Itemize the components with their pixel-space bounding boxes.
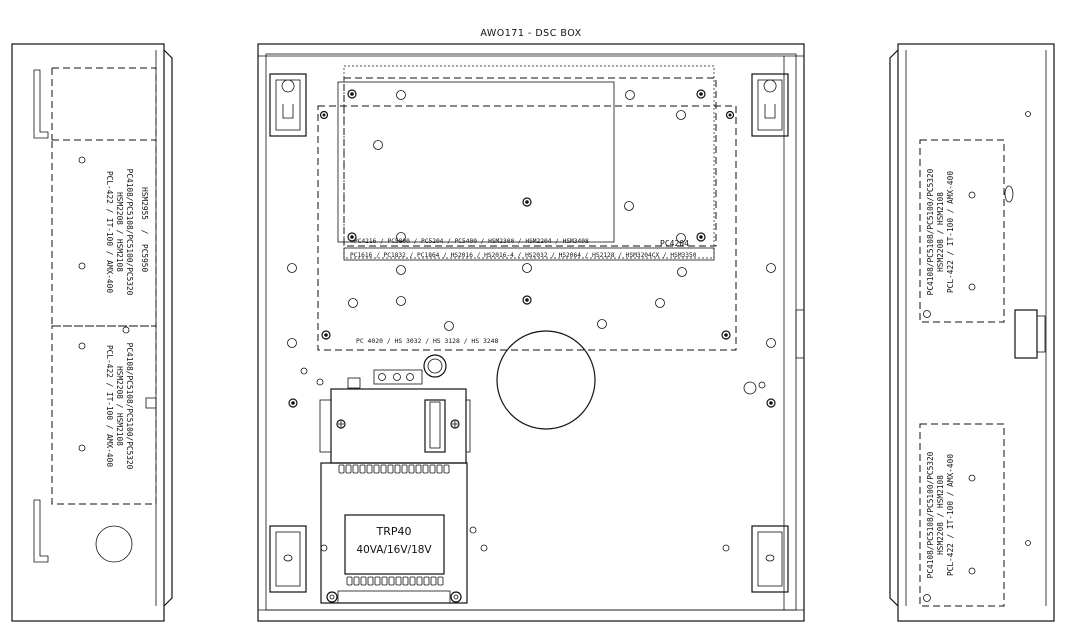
keyhole-top-left: [269, 73, 307, 137]
left-side-tab-bottom: [33, 499, 49, 563]
board-outline-pc4020: [317, 105, 737, 351]
transformer: TRP40 40VA/16V/18V: [319, 388, 471, 604]
left-side-knockout: [95, 525, 133, 563]
coil-winding: [409, 576, 416, 586]
left-lower-module-outline: [51, 325, 157, 505]
left-upper-line1: PC4108/PC5108/PC5100/PC5320: [125, 169, 134, 296]
coil-winding: [366, 464, 373, 474]
board-label-pc4204: PC4204: [660, 239, 689, 248]
left-side-flange: [163, 49, 173, 607]
board-label-2: PC1616 / PC1832 / PC1864 / HS2016 / HS20…: [350, 252, 697, 259]
coil-winding: [402, 576, 409, 586]
right-side-view: PC4108/PC5108/PC5100/PC5320 HSM2208 / HS…: [889, 43, 1055, 622]
right-lower-line3: PCL-422 / IT-100 / AMX-400: [946, 454, 955, 576]
coil-winding: [374, 576, 381, 586]
right-lower-line1: PC4108/PC5108/PC5100/PC5320: [926, 451, 935, 578]
board-outline-pc4204-inner: [337, 81, 615, 243]
coil-winding: [359, 464, 366, 474]
coil-winding: [380, 464, 387, 474]
left-side-outline: [11, 43, 165, 622]
coil-winding: [346, 576, 353, 586]
right-upper-line2: HSM2208 / HSM2108: [936, 192, 945, 272]
coil-winding: [381, 576, 388, 586]
right-side-outline: [897, 43, 1055, 622]
coil-winding: [338, 464, 345, 474]
coil-winding: [408, 464, 415, 474]
coil-winding: [429, 464, 436, 474]
right-lower-module-outline: [919, 423, 1005, 607]
transformer-label-box: [344, 514, 445, 575]
right-upper-line3: PCL-422 / IT-100 / AMX-400: [946, 171, 955, 293]
coil-winding: [388, 576, 395, 586]
coil-winding: [395, 576, 402, 586]
right-side-connector: [1014, 309, 1038, 359]
right-side-flange: [889, 49, 899, 607]
svg-text:/: /: [140, 230, 149, 235]
coil-winding: [360, 576, 367, 586]
board-label-1: PC4216 / PC5800 / PC5204 / PC5400 / HSM2…: [354, 238, 589, 245]
front-box-outline: [257, 43, 805, 622]
coil-winding: [423, 576, 430, 586]
coil-winding: [443, 464, 450, 474]
coil-winding: [437, 576, 444, 586]
tamper-switch: [347, 354, 447, 389]
coil-winding: [367, 576, 374, 586]
board-label-3: PC 4020 / HS 3032 / HS 3128 / HS 3248: [356, 337, 499, 345]
left-upper-line2: HSM2208 / HSM2108: [115, 192, 124, 272]
coil-winding: [353, 576, 360, 586]
left-module-label-a: HSM2955: [140, 187, 149, 220]
chassis-holes: [287, 90, 776, 552]
drawing-title: AWO171 - DSC BOX: [480, 28, 581, 39]
left-module-label-b: PC5950: [140, 244, 149, 272]
board-outline-pc4216: [343, 65, 715, 259]
coil-winding: [345, 464, 352, 474]
front-view: PC4216 / PC5800 / PC5204 / PC5400 / HSM2…: [257, 43, 805, 622]
coil-winding: [352, 464, 359, 474]
coil-winding: [401, 464, 408, 474]
coil-winding: [422, 464, 429, 474]
coil-winding: [416, 576, 423, 586]
coil-winding: [430, 576, 437, 586]
bracket-bottom-right: [751, 525, 789, 593]
transformer-rating: 40VA/16V/18V: [356, 544, 432, 556]
bracket-bottom-left: [269, 525, 307, 593]
left-lower-line1: PC4108/PC5108/PC5100/PC5320: [125, 343, 134, 470]
right-upper-module-outline: [919, 139, 1005, 323]
left-side-tab-top: [33, 69, 49, 139]
coil-winding: [387, 464, 394, 474]
front-knockout: [496, 330, 596, 430]
coil-winding: [415, 464, 422, 474]
coil-winding: [394, 464, 401, 474]
left-side-view: PC4108/PC5108/PC5100/PC5320 HSM2208 / HS…: [11, 43, 173, 622]
left-lower-line2: HSM2208 / HSM2108: [115, 366, 124, 446]
right-upper-line1: PC4108/PC5108/PC5100/PC5320: [926, 168, 935, 295]
coil-winding: [373, 464, 380, 474]
keyhole-top-right: [751, 73, 789, 137]
right-lower-line2: HSM2208 / HSM2108: [936, 475, 945, 555]
coil-winding: [436, 464, 443, 474]
transformer-name: TRP40: [376, 525, 412, 538]
left-upper-line3: PCL-422 / IT-100 / AMX-400: [105, 171, 114, 293]
left-upper-module-outline: [51, 139, 157, 327]
board-standoffs: [288, 89, 776, 408]
left-lower-line3: PCL-422 / IT-100 / AMX-400: [105, 345, 114, 467]
